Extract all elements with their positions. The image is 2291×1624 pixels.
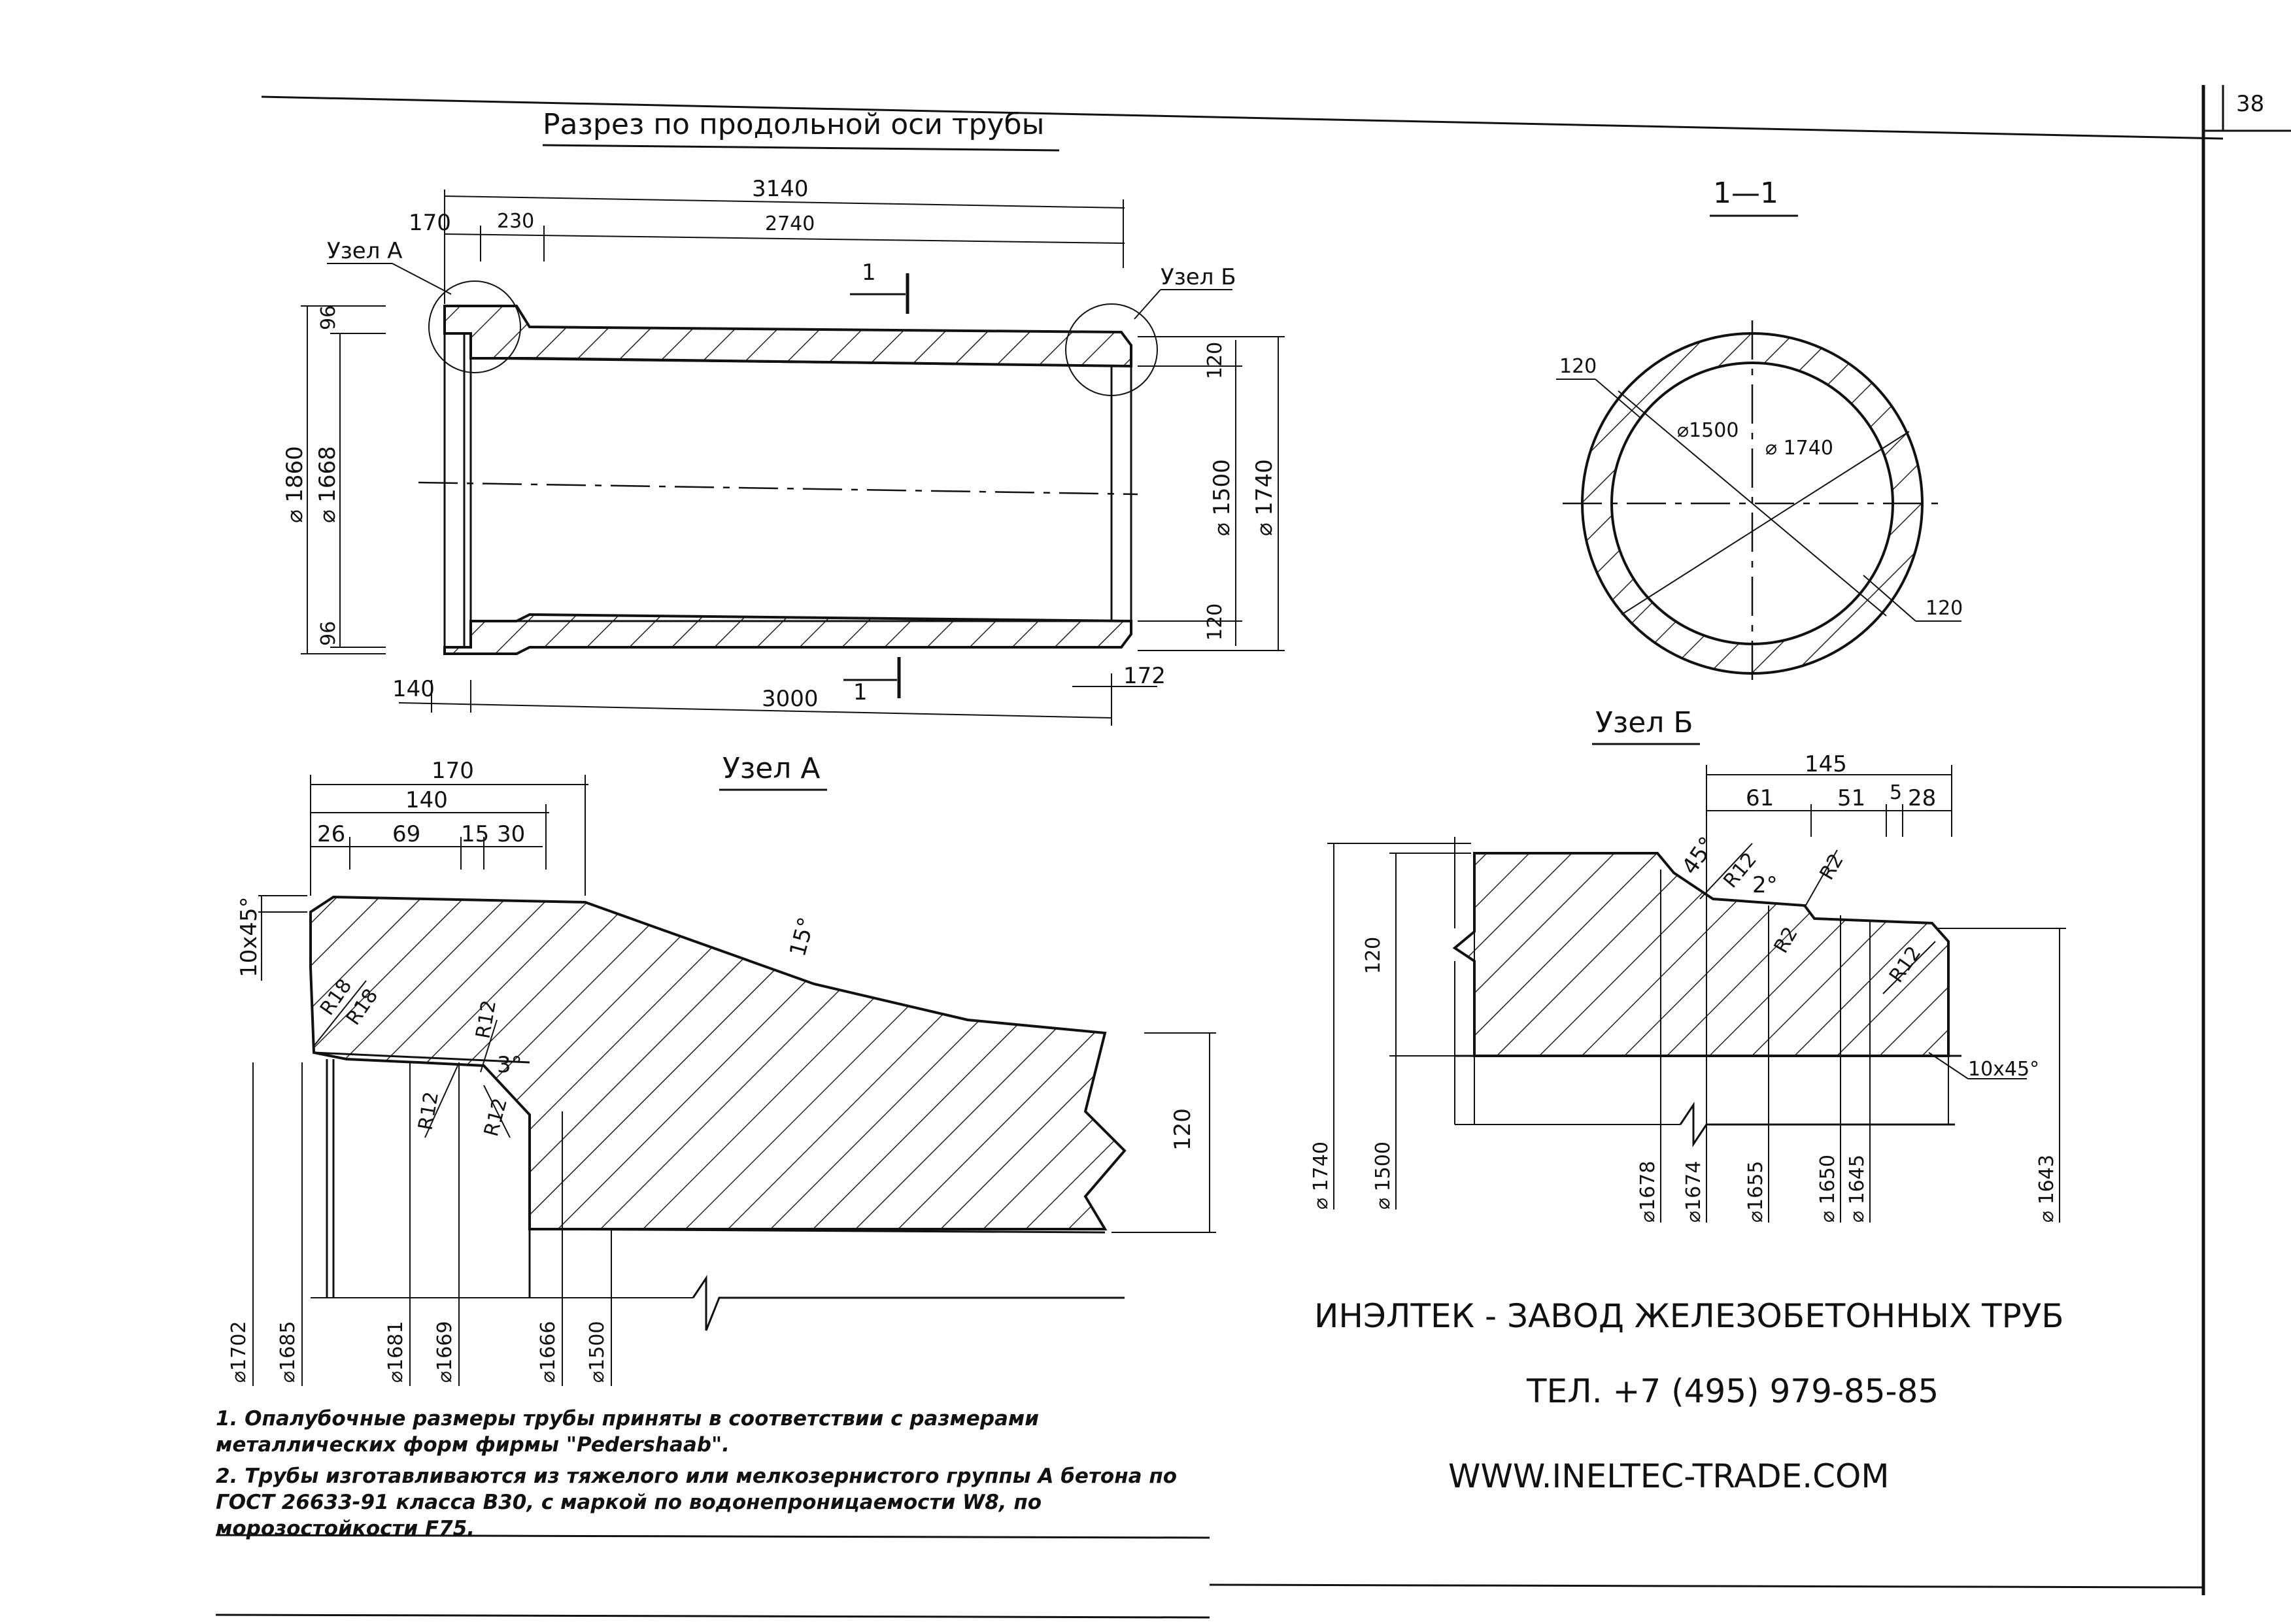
angle-45: 45°	[1677, 832, 1721, 879]
dim-120: 120	[1170, 1108, 1196, 1151]
dim-1645: ⌀ 1645	[1846, 1155, 1869, 1223]
dim-1681: ⌀1681	[384, 1321, 407, 1383]
cross-section-1-1: 1—1 120 120 ⌀1500 ⌀ 1740	[1556, 177, 1963, 686]
dim-5: 5	[1890, 781, 1902, 804]
dim-1702: ⌀1702	[228, 1321, 250, 1383]
chamfer-10x45: 10x45°	[236, 896, 262, 977]
dim-1674: ⌀1674	[1682, 1161, 1705, 1223]
dim-1650: ⌀ 1650	[1816, 1155, 1839, 1223]
node-a-detail: Узел А 170 140 26 69 15 30 10x45° 15° R1…	[228, 752, 1216, 1386]
note-1: 1. Опалубочные размеры трубы приняты в с…	[216, 1407, 1039, 1457]
section-title: 1—1	[1713, 177, 1778, 210]
dim-120: 120	[1362, 937, 1385, 974]
longitudinal-title: Разрез по продольной оси трубы	[543, 108, 1044, 141]
dim-1678: ⌀1678	[1637, 1161, 1659, 1223]
dim-51: 51	[1837, 785, 1865, 811]
dim-140: 140	[405, 787, 448, 813]
company-website: WWW.INELTEC-TRADE.COM	[1448, 1457, 1890, 1495]
notes-block: 1. Опалубочные размеры трубы приняты в с…	[216, 1406, 1210, 1542]
angle-3: 3°	[497, 1052, 522, 1078]
dim-3140: 3140	[752, 176, 809, 202]
node-a-callout: Узел А	[327, 238, 403, 264]
dim-1500: ⌀ 1500	[1372, 1142, 1395, 1210]
dim-1500-ring: ⌀1500	[1677, 419, 1739, 442]
dim-120-right-top: 120	[1204, 342, 1227, 379]
company-name: ИНЭЛТЕК - ЗАВОД ЖЕЛЕЗОБЕТОННЫХ ТРУБ	[1314, 1297, 2064, 1335]
dim-1666: ⌀1666	[537, 1321, 560, 1383]
page-number: 38	[2236, 91, 2264, 117]
dim-1655: ⌀1655	[1744, 1161, 1767, 1223]
dim-3000: 3000	[762, 686, 819, 712]
node-b-detail: Узел Б 145 61 51 5 28 45° R12 2° R2 R2 R…	[1310, 706, 2066, 1223]
dim-1500-right: ⌀ 1500	[1209, 459, 1235, 536]
dim-15: 15	[461, 821, 489, 847]
dim-1668: ⌀ 1668	[314, 446, 341, 523]
dim-1669: ⌀1669	[433, 1321, 456, 1383]
dim-26: 26	[317, 821, 345, 847]
dim-96-top: 96	[317, 305, 340, 330]
radius-r12-b: R12	[414, 1090, 443, 1132]
dim-2740: 2740	[765, 212, 815, 235]
dim-61: 61	[1746, 785, 1774, 811]
sheet-frame	[215, 85, 2291, 1619]
note-2: 2. Трубы изготавливаются из тяжелого или…	[216, 1464, 1178, 1540]
dim-1740: ⌀ 1740	[1310, 1142, 1332, 1210]
node-b-title: Узел Б	[1595, 706, 1693, 739]
dim-1500: ⌀1500	[586, 1321, 609, 1383]
dim-172: 172	[1123, 663, 1166, 689]
dim-1685: ⌀1685	[277, 1321, 299, 1383]
section-mark-bottom: 1	[853, 679, 868, 705]
dim-170-top: 170	[409, 210, 451, 236]
dim-69: 69	[392, 821, 420, 847]
angle-2: 2°	[1752, 872, 1778, 898]
chamfer-10x45: 10x45°	[1968, 1058, 2039, 1081]
company-phone: ТЕЛ. +7 (495) 979-85-85	[1526, 1372, 1939, 1410]
node-b-callout: Узел Б	[1161, 264, 1236, 290]
dim-230: 230	[497, 210, 534, 233]
dim-140-bottom: 140	[392, 676, 435, 702]
node-a-title: Узел А	[722, 752, 821, 785]
dim-145: 145	[1805, 751, 1847, 777]
dim-30: 30	[497, 821, 525, 847]
company-info: ИНЭЛТЕК - ЗАВОД ЖЕЛЕЗОБЕТОННЫХ ТРУБ ТЕЛ.…	[1314, 1297, 2064, 1495]
dim-1860: ⌀ 1860	[282, 446, 308, 523]
dim-120-ring-a: 120	[1559, 355, 1597, 378]
node-b-marker	[1065, 303, 1158, 396]
longitudinal-section: Разрез по продольной оси трубы Узел А Уз…	[282, 108, 1285, 726]
angle-15: 15°	[785, 915, 820, 960]
dim-1643: ⌀ 1643	[2035, 1155, 2058, 1223]
node-a-marker	[428, 280, 521, 373]
dim-1740-ring: ⌀ 1740	[1765, 437, 1833, 460]
dim-170: 170	[432, 758, 474, 784]
dim-28: 28	[1908, 785, 1936, 811]
dim-96-bottom: 96	[317, 621, 340, 646]
dim-1740-right: ⌀ 1740	[1251, 459, 1278, 536]
section-mark-top: 1	[862, 260, 876, 286]
dim-120-right-bottom: 120	[1204, 603, 1227, 641]
dim-120-ring-b: 120	[1926, 597, 1963, 620]
